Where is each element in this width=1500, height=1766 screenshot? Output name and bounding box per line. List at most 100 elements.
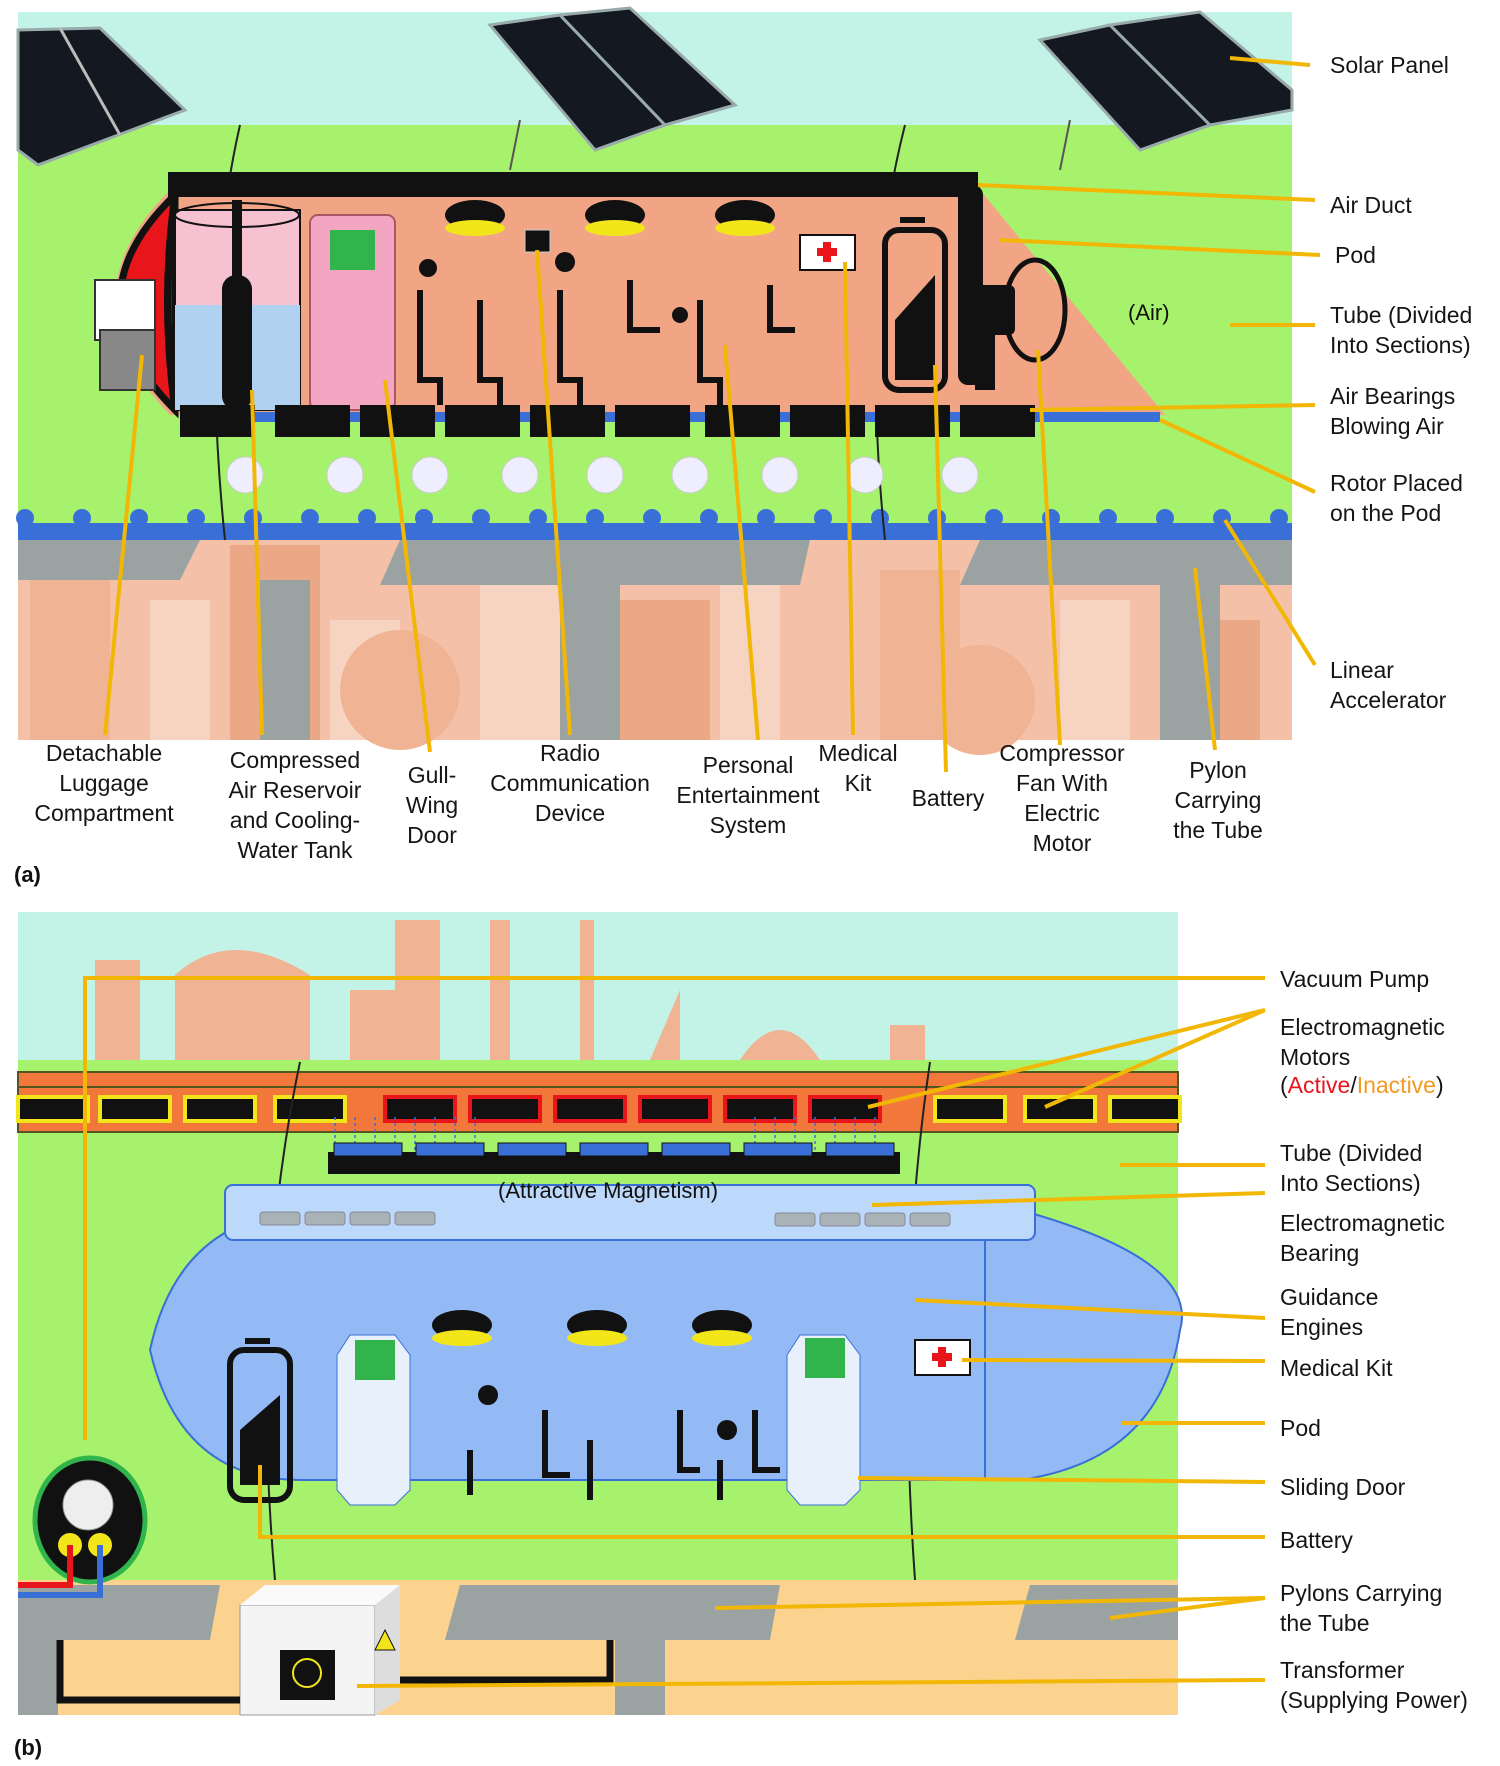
rotor-bump (700, 509, 718, 527)
legend-paren-close: ) (1435, 1072, 1444, 1098)
motor-inactive (933, 1095, 1007, 1123)
guidance-engine (864, 1212, 906, 1227)
guidance-engine (259, 1211, 301, 1226)
electromagnetic-bearing (328, 1152, 900, 1174)
motor-active (383, 1095, 457, 1123)
legend-inactive: Inactive (1356, 1072, 1436, 1098)
rotor-bump (16, 509, 34, 527)
pod-a (94, 172, 1165, 437)
solar-panel-icon (16, 6, 1294, 171)
a-battery-label: Battery (911, 785, 985, 811)
air-duct (168, 172, 978, 197)
air-bearing (445, 405, 520, 437)
rotor-bump (1099, 509, 1117, 527)
leader-lines (83, 56, 1321, 1688)
exit-sign-icon (355, 1340, 395, 1380)
guidance-engine (909, 1212, 951, 1227)
rotor-bump (1270, 509, 1288, 527)
rotor-bump (814, 509, 832, 527)
linear-accelerator-rail (18, 523, 1292, 540)
rotor-bump (301, 509, 319, 527)
a-air-duct-label: Air Duct (1330, 192, 1412, 218)
rotor-bump (1156, 509, 1174, 527)
air-puff (846, 456, 884, 494)
rotor-bump (130, 509, 148, 527)
air-puff (226, 456, 264, 494)
air-puff (761, 456, 799, 494)
air-bearing (960, 405, 1035, 437)
battery-icon (882, 217, 948, 393)
air-bearing (530, 405, 605, 437)
ceiling-light-icon (432, 1310, 752, 1346)
motor-active (468, 1095, 542, 1123)
b-sliding-door-label: Sliding Door (1280, 1474, 1406, 1500)
air-bearing (705, 405, 780, 437)
medical-kit-icon (914, 1339, 971, 1376)
medical-kit-icon (799, 234, 856, 271)
motor-active (808, 1095, 882, 1123)
rotor-bump (757, 509, 775, 527)
guidance-engine (394, 1211, 436, 1226)
rotor-bump (529, 509, 547, 527)
panel-a-tag: (a) (14, 862, 41, 887)
motor-inactive (1108, 1095, 1182, 1123)
air-puff (501, 456, 539, 494)
motor-active (553, 1095, 627, 1123)
panel-b-tag: (b) (14, 1735, 43, 1760)
bearing-pad (661, 1142, 731, 1157)
air-puff (326, 456, 364, 494)
air-bearing (180, 405, 255, 437)
motor-inactive (273, 1095, 347, 1123)
air-bearing (275, 405, 350, 437)
bearing-pad (415, 1142, 485, 1157)
passenger-seats-icon (417, 280, 795, 405)
rotor-bump (73, 509, 91, 527)
passenger-seats-icon (467, 1410, 780, 1500)
motor-inactive (98, 1095, 172, 1123)
motor-legend: (Active/Inactive) (1280, 1070, 1444, 1100)
legend-active: Active (1287, 1072, 1351, 1098)
air-puff (671, 456, 709, 494)
motor-active (638, 1095, 712, 1123)
guidance-engine (819, 1212, 861, 1227)
air-puff (586, 456, 624, 494)
air-puff (411, 456, 449, 494)
b-medical-kit-label: Medical Kit (1280, 1355, 1393, 1381)
radio-icon (524, 229, 551, 253)
bearing-pad (825, 1142, 895, 1157)
a-pod-label: Pod (1335, 242, 1376, 268)
b-battery-label: Battery (1280, 1527, 1353, 1553)
legend-separator: / (1350, 1072, 1357, 1098)
bearing-pad (497, 1142, 567, 1157)
air-bearing (615, 405, 690, 437)
b-vacuum-pump-label: Vacuum Pump (1280, 966, 1430, 992)
rotor-bump (928, 509, 946, 527)
pod-b (148, 1142, 1183, 1506)
exit-sign-icon (330, 230, 375, 270)
vacuum-pump-icon (18, 1455, 148, 1598)
air-bearing (360, 405, 435, 437)
air-flow-label: (Air) (1128, 300, 1170, 325)
guidance-engine (304, 1211, 346, 1226)
motor-inactive (183, 1095, 257, 1123)
pylons-b (18, 1585, 1178, 1715)
air-puff (941, 456, 979, 494)
rotor-bump (187, 509, 205, 527)
ceiling-light-icon (445, 200, 775, 236)
rotor-bump (1042, 509, 1060, 527)
pylons-a (18, 540, 1292, 740)
